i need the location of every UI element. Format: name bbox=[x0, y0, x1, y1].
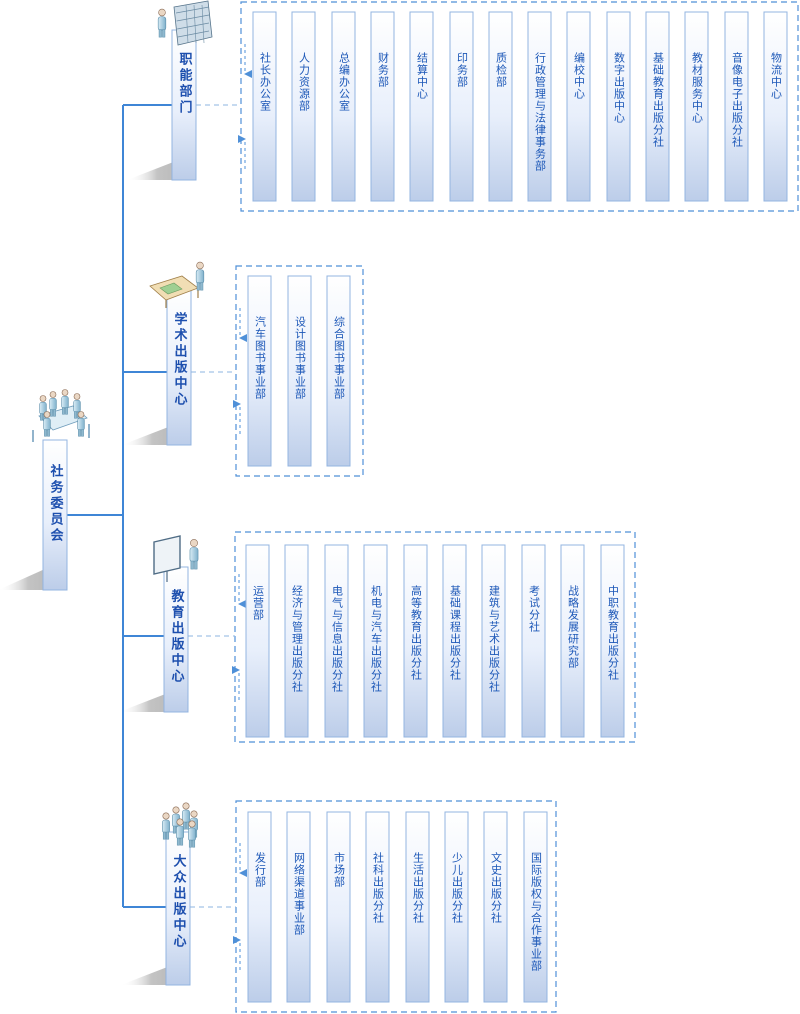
branch-1-hub-box bbox=[166, 289, 192, 446]
root-label: 社务委员会 bbox=[47, 464, 63, 544]
branch-2-dept-8-label: 战略发展研究部 bbox=[566, 585, 580, 669]
branch-3-dept-7-box bbox=[523, 811, 548, 1003]
branch-2-dept-4-label: 高等教育出版分社 bbox=[409, 585, 423, 681]
branch-0-dept-4-label: 结算中心 bbox=[415, 52, 429, 100]
branch-0-dept-8-label: 编校中心 bbox=[572, 52, 586, 100]
branch-0-dept-4-box bbox=[409, 11, 434, 202]
branch-2-dept-4-box bbox=[403, 544, 428, 738]
branch-0-dept-7-box bbox=[527, 11, 552, 202]
branch-1-dept-1-label: 设计图书事业部 bbox=[293, 316, 307, 400]
branch-2-dept-0-box bbox=[245, 544, 270, 738]
branch-3-dept-4-label: 生活出版分社 bbox=[411, 852, 425, 924]
branch-2-dept-6-box bbox=[481, 544, 506, 738]
branch-3-dept-6-label: 文史出版分社 bbox=[489, 852, 503, 924]
branch-1-dept-1-box bbox=[287, 275, 312, 467]
branch-0-dept-group bbox=[240, 1, 799, 212]
branch-3-dept-5-box bbox=[444, 811, 469, 1003]
branch-0-dept-9-box bbox=[606, 11, 631, 202]
branch-0-hub-label: 职能部门 bbox=[176, 52, 192, 116]
branch-0-dept-12-label: 音像电子出版分社 bbox=[730, 52, 744, 148]
branch-3-dept-0-label: 发行部 bbox=[253, 852, 267, 888]
icon-layer bbox=[32, 0, 213, 848]
branch-3-dept-group bbox=[235, 800, 557, 1013]
branch-0-hub-box bbox=[171, 29, 197, 181]
branch-0-dept-5-label: 印务部 bbox=[455, 52, 469, 88]
branch-0-dept-5-box bbox=[449, 11, 474, 202]
branch-0-dept-7-label: 行政管理与法律事务部 bbox=[533, 52, 547, 172]
presentation-board-person-icon bbox=[153, 535, 199, 582]
branch-3-dept-3-box bbox=[365, 811, 390, 1003]
branch-2-dept-5-label: 基础课程出版分社 bbox=[448, 585, 462, 681]
branch-3-dept-3-label: 社科出版分社 bbox=[371, 852, 385, 924]
branch-3-dept-2-box bbox=[326, 811, 351, 1003]
branch-3-hub-label: 大众出版中心 bbox=[170, 854, 186, 950]
branch-2-dept-3-box bbox=[363, 544, 388, 738]
connector-layer bbox=[67, 1, 799, 1013]
branch-3-dept-5-label: 少儿出版分社 bbox=[450, 852, 464, 924]
root-box bbox=[42, 439, 68, 591]
branch-3-dept-0-box bbox=[247, 811, 272, 1003]
branch-0-dept-1-label: 人力资源部 bbox=[297, 52, 311, 112]
branch-0-dept-6-label: 质检部 bbox=[494, 52, 508, 88]
branch-3-dept-6-box bbox=[483, 811, 508, 1003]
server-rack-person-icon bbox=[157, 0, 213, 46]
branch-1-dept-2-label: 综合图书事业部 bbox=[332, 316, 346, 400]
branch-1-dept-2-box bbox=[326, 275, 351, 467]
branch-0-dept-2-label: 总编办公室 bbox=[337, 52, 351, 112]
branch-2-dept-7-label: 考试分社 bbox=[527, 585, 541, 633]
branch-0-dept-10-box bbox=[645, 11, 670, 202]
branch-0-dept-9-label: 数字出版中心 bbox=[612, 52, 626, 124]
branch-0-dept-8-box bbox=[566, 11, 591, 202]
branch-2-dept-3-label: 机电与汽车出版分社 bbox=[369, 585, 383, 693]
branch-0-dept-6-box bbox=[488, 11, 513, 202]
branch-1-dept-0-box bbox=[247, 275, 272, 467]
branch-2-dept-1-box bbox=[284, 544, 309, 738]
branch-2-dept-group bbox=[234, 531, 636, 743]
branch-3-dept-7-label: 国际版权与合作事业部 bbox=[529, 852, 543, 972]
branch-3-dept-2-label: 市场部 bbox=[332, 852, 346, 888]
branch-0-dept-0-box bbox=[252, 11, 277, 202]
branch-3-hub-box bbox=[165, 831, 191, 986]
branch-2-dept-1-label: 经济与管理出版分社 bbox=[290, 585, 304, 693]
branch-1-dept-group bbox=[235, 265, 364, 477]
branch-3-dept-1-label: 网络渠道事业部 bbox=[292, 852, 306, 936]
branch-2-dept-2-label: 电气与信息出版分社 bbox=[330, 585, 344, 693]
box-layer bbox=[42, 11, 788, 1003]
branch-0-dept-1-box bbox=[291, 11, 316, 202]
branch-0-dept-13-box bbox=[763, 11, 788, 202]
branch-2-dept-2-box bbox=[324, 544, 349, 738]
branch-0-dept-11-box bbox=[684, 11, 709, 202]
branch-0-dept-3-label: 财务部 bbox=[376, 52, 390, 88]
branch-3-dept-4-box bbox=[405, 811, 430, 1003]
branch-0-dept-0-label: 社长办公室 bbox=[258, 52, 272, 112]
branch-1-hub-label: 学术出版中心 bbox=[171, 312, 187, 408]
meeting-people-icon bbox=[32, 389, 90, 442]
branch-2-dept-6-label: 建筑与艺术出版分社 bbox=[487, 585, 501, 693]
branch-2-dept-5-box bbox=[442, 544, 467, 738]
branch-2-dept-7-box bbox=[521, 544, 546, 738]
branch-2-dept-9-label: 中职教育出版分社 bbox=[606, 585, 620, 681]
branch-2-dept-0-label: 运营部 bbox=[251, 585, 265, 621]
branch-0-dept-12-box bbox=[724, 11, 749, 202]
branch-0-dept-3-box bbox=[370, 11, 395, 202]
branch-2-dept-8-box bbox=[560, 544, 585, 738]
branch-2-dept-9-box bbox=[600, 544, 625, 738]
group-people-icon bbox=[162, 802, 198, 848]
branch-3-dept-1-box bbox=[286, 811, 311, 1003]
drafting-table-person-icon bbox=[149, 261, 205, 308]
branch-1-dept-0-label: 汽车图书事业部 bbox=[253, 316, 267, 400]
branch-0-dept-13-label: 物流中心 bbox=[769, 52, 783, 100]
branch-0-dept-10-label: 基础教育出版分社 bbox=[651, 52, 665, 148]
branch-0-dept-11-label: 教材服务中心 bbox=[690, 52, 704, 124]
branch-2-hub-label: 教育出版中心 bbox=[168, 589, 184, 685]
branch-0-dept-2-box bbox=[331, 11, 356, 202]
